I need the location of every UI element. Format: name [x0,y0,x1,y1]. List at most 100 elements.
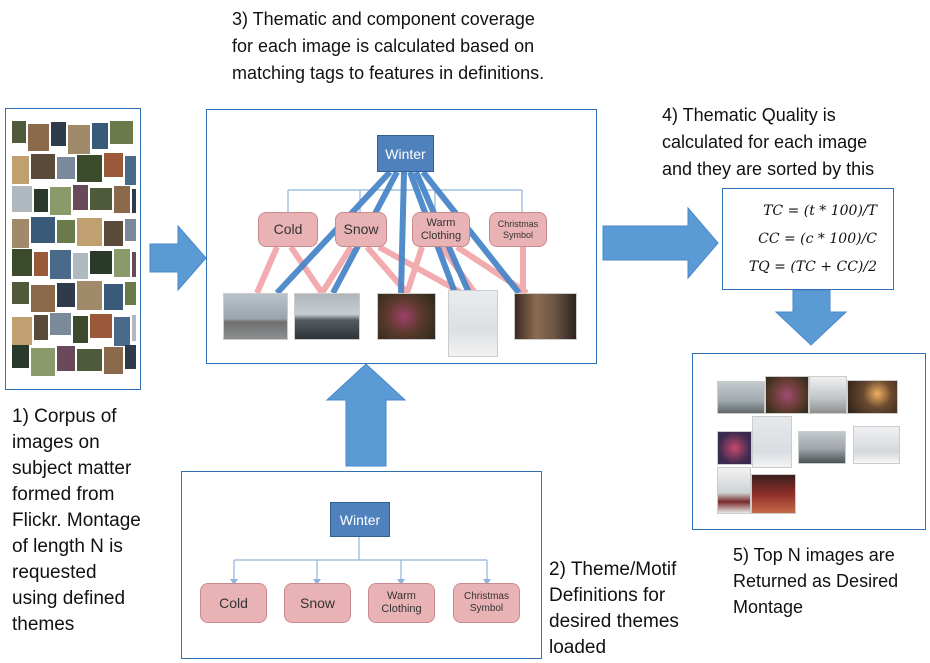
corpus-thumbnail [34,252,48,276]
step2-line: Definitions for [549,585,666,606]
corpus-thumbnail [50,250,71,279]
montage-thumbnail [717,431,752,465]
corpus-thumbnail [12,249,32,276]
montage-thumbnail [717,381,765,414]
corpus-thumbnail [31,348,55,376]
image-thumbnail [377,293,436,340]
step1-line: themes [12,614,75,635]
step1-line: Flickr. Montage [12,510,141,531]
coverage-node-christmas-symbol: Christmas Symbol [489,212,547,247]
corpus-thumbnail [114,317,130,346]
corpus-thumbnail [77,281,102,310]
formula-tc: TC = (t * 100)/T [763,203,877,219]
corpus-thumbnail [77,218,102,246]
step3-caption: 3) Thematic and component coverage for e… [232,6,544,87]
corpus-thumbnail [104,221,123,246]
corpus-thumbnail [77,155,102,182]
corpus-thumbnail [104,347,123,374]
corpus-thumbnail [73,253,88,279]
corpus-thumbnail [51,122,66,146]
step1-line: subject matter [12,458,132,479]
step5-line: 5) Top N images are [733,545,895,565]
step4-caption: 4) Thematic Quality is calculated for ea… [662,102,874,183]
step3-line: matching tags to features in definitions… [232,63,545,83]
corpus-thumbnail [104,284,123,310]
corpus-thumbnail [12,345,29,368]
definition-node-christmas-symbol: Christmas Symbol [453,583,520,623]
corpus-thumbnail [92,123,108,149]
coverage-node-snow: Snow [335,212,387,247]
corpus-thumbnail [28,124,49,151]
step4-line: 4) Thematic Quality is [662,105,836,125]
arrow-up-icon [325,363,407,467]
image-thumbnail [223,293,288,340]
coverage-node-warm-clothing: Warm Clothing [412,212,470,247]
step1-line: formed from [12,484,115,505]
step1-line: images on [12,432,100,453]
corpus-thumbnail [57,283,75,307]
step4-line: and they are sorted by this [662,159,875,179]
step5-line: Returned as Desired [733,571,899,591]
montage-thumbnail [765,376,809,414]
image-thumbnail [514,293,577,340]
definitions-panel: Winter Cold Snow Warm Clothing Christmas… [181,471,542,659]
formula-cc: CC = (c * 100)/C [758,231,877,247]
arrow-right-icon [602,206,719,280]
corpus-thumbnail [90,188,112,210]
corpus-thumbnail [125,219,136,241]
montage-thumbnail [717,467,751,514]
corpus-thumbnail [125,345,136,369]
coverage-links [254,169,529,296]
montage-thumbnail [751,474,796,514]
step2-line: loaded [549,637,607,658]
corpus-thumbnail [73,316,88,343]
step2-line: 2) Theme/Motif [549,559,677,580]
corpus-thumbnail [12,317,32,345]
montage-thumbnail [853,426,900,464]
step1-line: requested [12,562,97,583]
corpus-thumbnail [132,189,136,213]
coverage-node-cold: Cold [258,212,318,247]
step1-line: using defined [12,588,126,609]
step2-line: desired themes [549,611,679,632]
corpus-thumbnail [90,251,112,274]
corpus-thumbnail [90,314,112,338]
corpus-thumbnail [114,249,130,277]
corpus-thumbnail [34,315,48,340]
corpus-thumbnail [73,185,88,210]
step3-line: for each image is calculated based on [232,36,535,56]
corpus-panel [5,108,141,390]
step5-caption: 5) Top N images are Returned as Desired … [733,542,898,620]
montage-thumbnail [752,416,792,468]
definition-root-node: Winter [330,502,390,537]
coverage-panel: Winter Cold Snow Warm Clothing Christmas… [206,109,597,364]
corpus-thumbnail [12,282,29,304]
corpus-thumbnail [50,187,71,215]
image-thumbnail [448,290,498,357]
corpus-thumbnail [77,349,102,371]
corpus-thumbnail-grid [12,121,136,376]
corpus-thumbnail [68,125,90,154]
montage-thumbnail [847,380,898,414]
step4-line: calculated for each image [662,132,868,152]
corpus-thumbnail [125,156,136,185]
corpus-thumbnail [57,346,75,371]
arrow-right-icon [149,224,207,292]
corpus-thumbnail [31,154,55,179]
corpus-thumbnail [132,252,136,277]
corpus-thumbnail [34,189,48,212]
definition-node-snow: Snow [284,583,351,623]
coverage-root-node: Winter [377,135,434,172]
step1-line: 1) Corpus of [12,406,117,427]
montage-panel [692,353,926,530]
corpus-thumbnail [132,315,136,341]
corpus-thumbnail [110,121,133,144]
step1-caption: 1) Corpus of images on subject matter fo… [12,404,141,638]
formula-panel: TC = (t * 100)/T CC = (c * 100)/C TQ = (… [722,188,894,290]
step2-caption: 2) Theme/Motif Definitions for desired t… [549,557,679,661]
corpus-thumbnail [12,186,32,212]
image-thumbnail [294,293,360,340]
corpus-thumbnail [31,285,55,312]
montage-thumbnail [798,431,846,464]
step1-line: of length N is [12,536,123,557]
